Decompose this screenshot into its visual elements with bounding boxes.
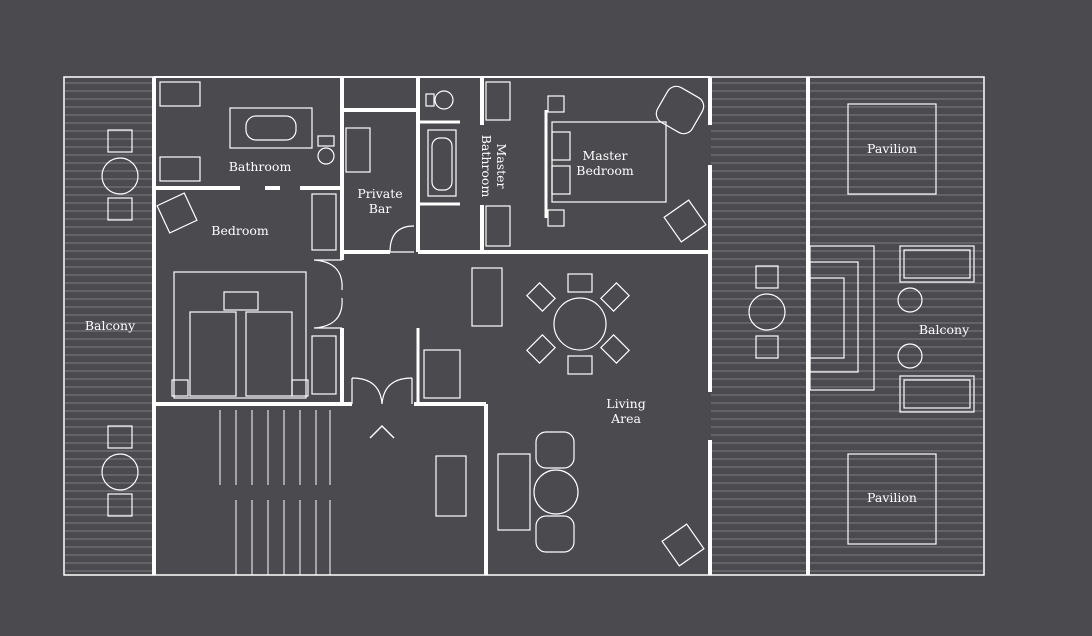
- label-bathroom: Bathroom: [229, 159, 292, 174]
- door-bar: [389, 225, 415, 253]
- label-pavilion-top: Pavilion: [867, 141, 917, 156]
- label-master-bedroom-1: Master: [582, 148, 627, 163]
- desk: [423, 349, 461, 399]
- bathtub-icon: [229, 107, 313, 149]
- label-private-bar-1: Private: [357, 186, 402, 201]
- sun-lounger-icon: [897, 245, 975, 413]
- dining-table-icon: [526, 273, 630, 375]
- bathtub-icon: [427, 129, 457, 197]
- label-bedroom: Bedroom: [211, 223, 269, 238]
- sink-icon: [159, 81, 371, 182]
- label-pavilion-bottom: Pavilion: [867, 490, 917, 505]
- daybed: [809, 245, 875, 391]
- bed-icon: [547, 95, 667, 227]
- toilet-icon: [317, 90, 454, 165]
- label-master-bedroom-2: Bedroom: [576, 163, 634, 178]
- entrance-chevron-icon: [369, 424, 395, 439]
- sofa-icon: [497, 431, 579, 553]
- deck-boards: [65, 82, 983, 575]
- label-living-area-2: Area: [610, 411, 641, 426]
- label-balcony-right: Balcony: [919, 322, 970, 337]
- label-living-area-1: Living: [606, 396, 645, 411]
- walls: [63, 76, 985, 576]
- label-master-bathroom-2: Bathroom: [479, 135, 494, 198]
- dining-table-icon: [101, 129, 786, 517]
- label-private-bar-2: Bar: [369, 201, 392, 216]
- furniture: [101, 81, 975, 567]
- armchair-icon: [156, 85, 707, 567]
- wardrobe: [311, 335, 337, 395]
- room-labels: Bathroom Private Bar Master Bathroom Mas…: [85, 135, 970, 505]
- outer-boundary: [63, 76, 985, 576]
- wardrobe: [311, 193, 337, 251]
- bed-icon: [171, 271, 309, 399]
- door-entrance: [351, 377, 413, 405]
- sink-icon: [485, 81, 511, 247]
- pavilion: [847, 103, 937, 545]
- label-master-bathroom-1: Master: [494, 143, 509, 188]
- label-balcony-left: Balcony: [85, 318, 136, 333]
- door-bedroom: [313, 259, 343, 329]
- console: [435, 455, 467, 517]
- sideboard: [471, 267, 503, 327]
